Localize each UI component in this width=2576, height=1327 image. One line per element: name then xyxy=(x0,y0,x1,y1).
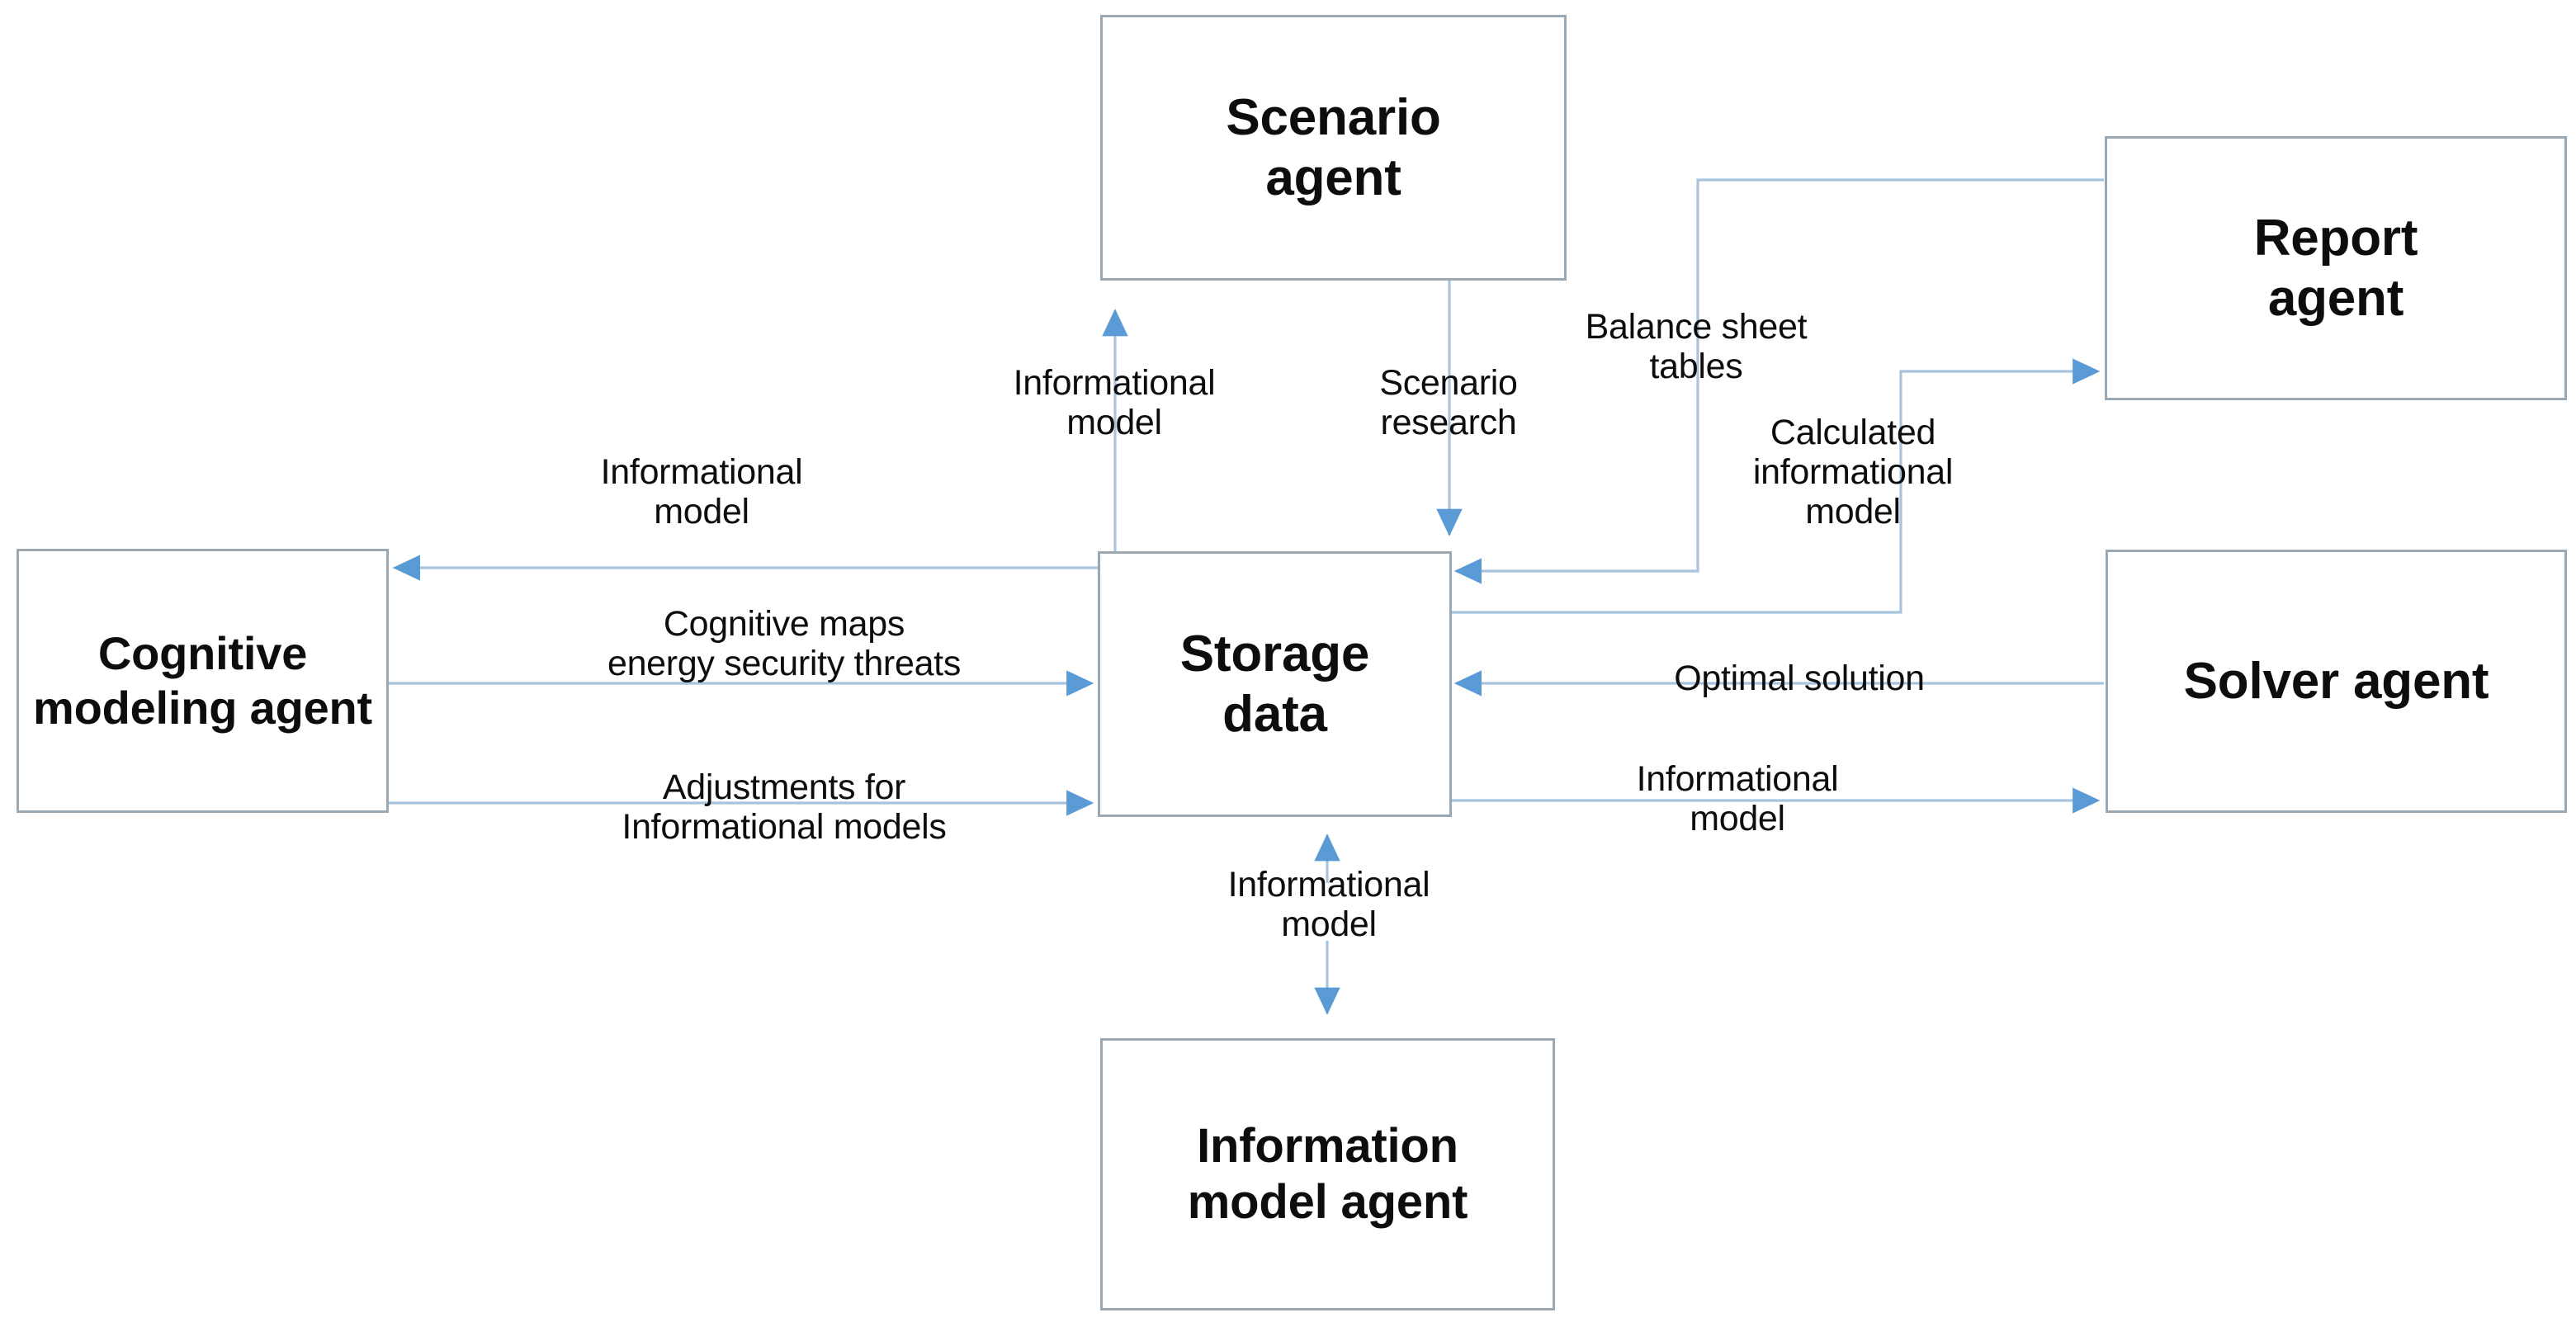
node-information-model-agent-label: Information model agent xyxy=(1187,1118,1468,1229)
edge-label-storage-to-solver: Informational model xyxy=(1636,759,1839,839)
node-cognitive-modeling-agent[interactable]: Cognitive modeling agent xyxy=(17,549,389,813)
node-scenario-agent-label: Scenario agent xyxy=(1226,88,1441,206)
edge-label-solver-to-storage: Optimal solution xyxy=(1674,659,1925,698)
edge-label-report-to-storage: Balance sheet tables xyxy=(1585,307,1808,387)
node-scenario-agent[interactable]: Scenario agent xyxy=(1100,15,1567,281)
edge-label-cognitive-to-storage-maps: Cognitive maps energy security threats xyxy=(607,604,962,684)
node-storage-data[interactable]: Storage data xyxy=(1098,551,1452,817)
edge-label-scenario-to-storage: Scenario research xyxy=(1379,363,1518,443)
node-report-agent[interactable]: Report agent xyxy=(2105,136,2567,400)
node-solver-agent-label: Solver agent xyxy=(2183,652,2489,710)
edge-label-storage-to-cognitive: Informational model xyxy=(600,452,803,532)
node-storage-data-label: Storage data xyxy=(1179,625,1370,743)
node-solver-agent[interactable]: Solver agent xyxy=(2106,550,2567,813)
edge-label-infomodel-storage: Informational model xyxy=(1227,865,1430,945)
edge-label-storage-to-scenario: Informational model xyxy=(1013,363,1216,443)
edge-label-cognitive-to-storage-adjust: Adjustments for Informational models xyxy=(622,767,947,848)
edge-label-storage-to-report: Calculated informational model xyxy=(1752,413,1954,532)
node-cognitive-modeling-agent-label: Cognitive modeling agent xyxy=(33,626,372,734)
node-report-agent-label: Report agent xyxy=(2253,209,2418,327)
node-information-model-agent[interactable]: Information model agent xyxy=(1100,1038,1555,1310)
